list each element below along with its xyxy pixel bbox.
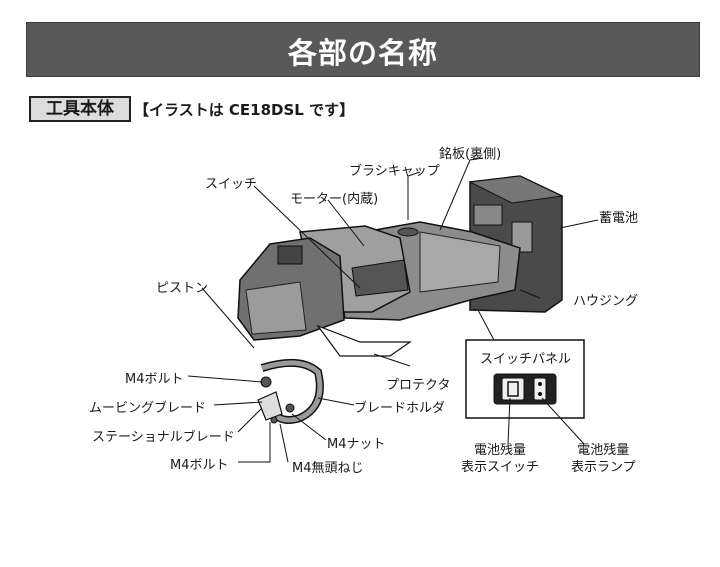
label-battery-check-switch-line1: 電池残量 xyxy=(461,442,539,459)
label-m4-bolt-top: M4ボルト xyxy=(125,368,184,387)
moving-blade-shape xyxy=(258,392,282,420)
label-housing: ハウジング xyxy=(573,290,638,309)
head-shape xyxy=(238,238,344,340)
label-nameplate: 銘板(裏側) xyxy=(439,143,501,162)
label-battery-check-lamp: 電池残量 表示ランプ xyxy=(571,442,636,476)
label-blade-holder: ブレードホルダ xyxy=(354,397,445,416)
label-battery-check-lamp-line2: 表示ランプ xyxy=(571,459,636,476)
bolt-top-shape xyxy=(261,377,271,387)
label-motor: モーター(内蔵) xyxy=(290,188,378,207)
label-battery-check-switch-line2: 表示スイッチ xyxy=(461,459,539,476)
label-battery: 蓄電池 xyxy=(599,207,638,226)
label-brush-cap: ブラシキャップ xyxy=(349,160,440,179)
label-battery-check-switch: 電池残量 表示スイッチ xyxy=(461,442,539,476)
label-protector: プロテクタ xyxy=(386,374,450,393)
bolt-bottom-shape xyxy=(271,417,277,423)
label-m4-flat-screw: M4無頭ねじ xyxy=(292,457,364,476)
label-battery-check-lamp-line1: 電池残量 xyxy=(571,442,636,459)
label-piston: ピストン xyxy=(156,277,208,296)
label-m4-nut: M4ナット xyxy=(327,433,386,452)
label-switch-panel: スイッチパネル xyxy=(480,348,571,367)
nut-shape xyxy=(286,404,294,412)
label-stationary-blade: ステーショナルブレード xyxy=(92,426,235,445)
label-m4-bolt-bottom: M4ボルト xyxy=(170,454,229,473)
protector-shape xyxy=(318,326,410,356)
label-switch: スイッチ xyxy=(205,173,257,192)
label-moving-blade: ムービングブレード xyxy=(89,397,206,416)
